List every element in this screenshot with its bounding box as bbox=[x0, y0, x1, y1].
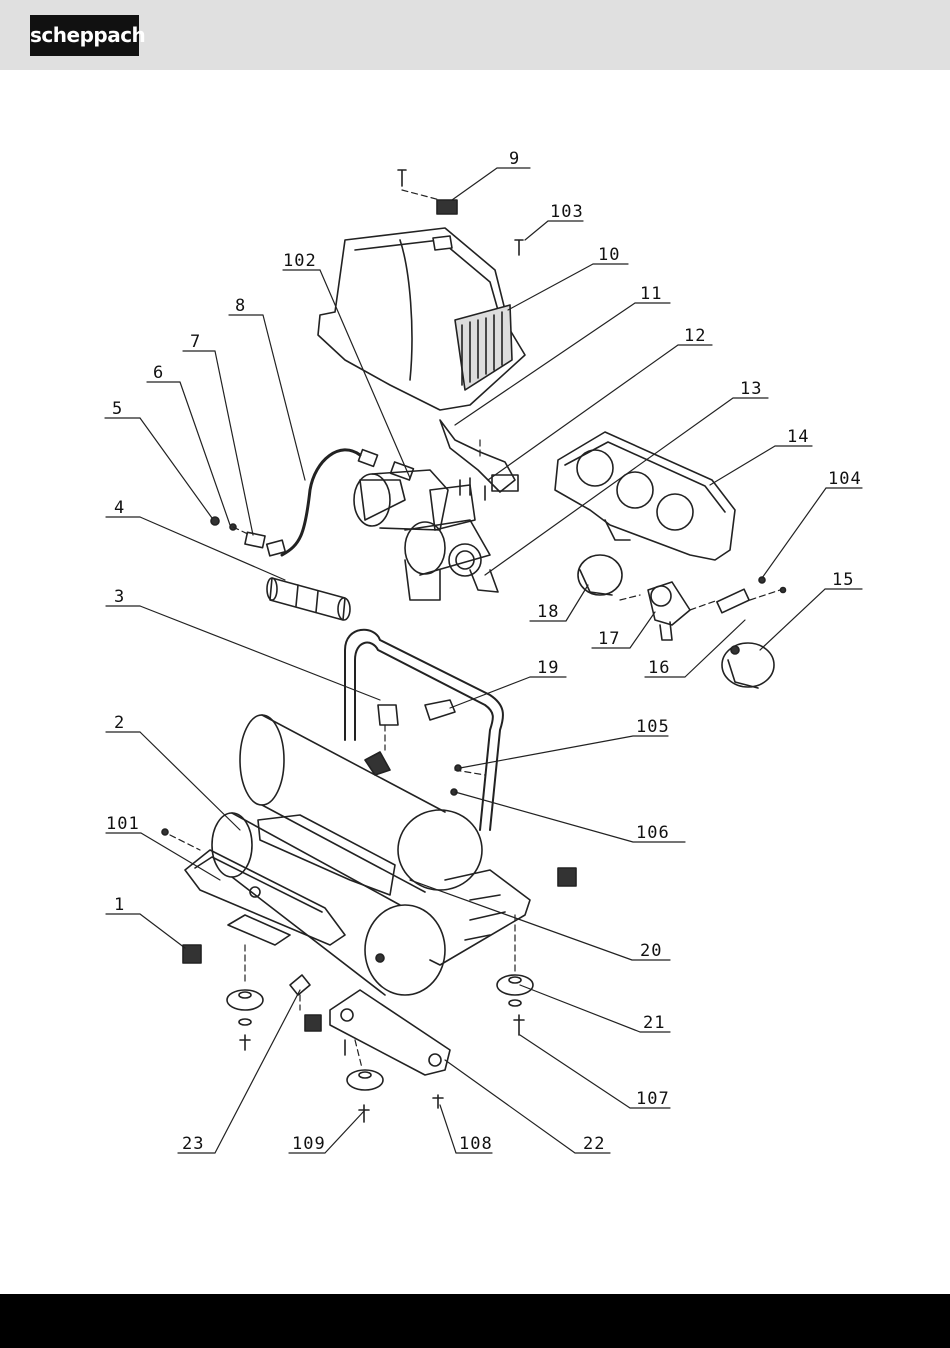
part-label-104: 104 bbox=[828, 469, 862, 489]
part-label-10: 10 bbox=[598, 245, 620, 265]
part-label-12: 12 bbox=[684, 326, 706, 346]
scheppach-logo: scheppach bbox=[30, 15, 139, 56]
part-label-21: 21 bbox=[643, 1013, 665, 1033]
part-label-5: 5 bbox=[112, 399, 123, 419]
part-label-17: 17 bbox=[598, 629, 620, 649]
exploded-view-diagram: 9 103 10 11 12 102 8 7 6 5 4 3 2 101 1 1… bbox=[0, 70, 950, 1294]
page-footer bbox=[0, 1294, 950, 1348]
part-label-16: 16 bbox=[648, 658, 670, 678]
part-labels: 9 103 10 11 12 102 8 7 6 5 4 3 2 101 1 1… bbox=[106, 149, 862, 1154]
part-label-11: 11 bbox=[640, 284, 662, 304]
part-label-6: 6 bbox=[153, 363, 164, 383]
part-label-8: 8 bbox=[235, 296, 246, 316]
part-label-108: 108 bbox=[459, 1134, 493, 1154]
part-label-2: 2 bbox=[114, 713, 125, 733]
part-label-101: 101 bbox=[106, 814, 140, 834]
pump-assembly-drawing bbox=[354, 470, 498, 600]
part-label-4: 4 bbox=[114, 498, 125, 518]
part-label-1: 1 bbox=[114, 895, 125, 915]
part-label-106: 106 bbox=[636, 823, 670, 843]
part-label-103: 103 bbox=[550, 202, 584, 222]
part-label-18: 18 bbox=[537, 602, 559, 622]
upper-tank-drawing bbox=[240, 715, 482, 892]
part-label-23: 23 bbox=[182, 1134, 204, 1154]
control-panel-drawing bbox=[555, 432, 735, 560]
part-label-102: 102 bbox=[283, 251, 317, 271]
part-label-105: 105 bbox=[636, 717, 670, 737]
part-label-109: 109 bbox=[292, 1134, 326, 1154]
part-label-14: 14 bbox=[787, 427, 809, 447]
part-label-9: 9 bbox=[509, 149, 520, 169]
part-label-13: 13 bbox=[740, 379, 762, 399]
part-label-7: 7 bbox=[190, 332, 201, 352]
part-label-22: 22 bbox=[583, 1134, 605, 1154]
page-header: scheppach bbox=[0, 0, 950, 70]
part-label-107: 107 bbox=[636, 1089, 670, 1109]
part-label-20: 20 bbox=[640, 941, 662, 961]
part-label-3: 3 bbox=[114, 587, 125, 607]
part-label-15: 15 bbox=[832, 570, 854, 590]
part-label-19: 19 bbox=[537, 658, 559, 678]
motor-cover-drawing bbox=[318, 228, 525, 410]
